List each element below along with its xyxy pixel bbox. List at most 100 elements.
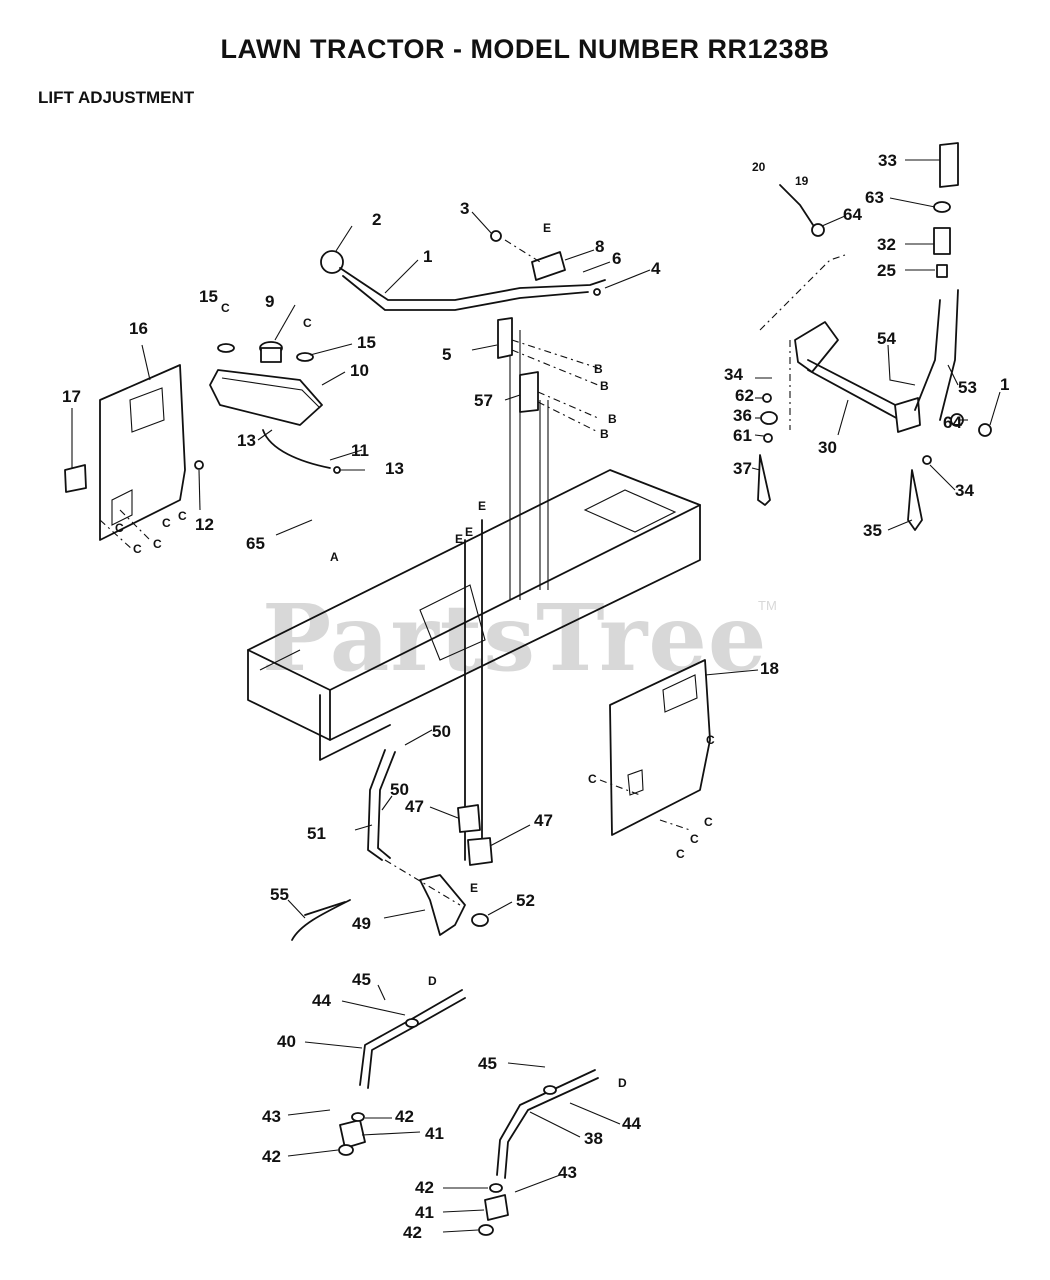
callout-43: 43 bbox=[262, 1107, 281, 1126]
callout-42: 42 bbox=[415, 1178, 434, 1197]
callout-3: 3 bbox=[460, 199, 469, 218]
callout-30: 30 bbox=[818, 438, 837, 457]
callout-11: 11 bbox=[351, 441, 369, 460]
ref-letter-d: D bbox=[618, 1076, 627, 1090]
callout-17: 17 bbox=[62, 387, 81, 406]
ref-letter-c: C bbox=[690, 832, 699, 846]
callout-6: 6 bbox=[612, 249, 621, 268]
callout-18: 18 bbox=[760, 659, 779, 678]
ref-letter-c: C bbox=[153, 537, 162, 551]
ref-letter-c: C bbox=[133, 542, 142, 556]
callout-20: 20 bbox=[752, 160, 766, 174]
callout-51: 51 bbox=[307, 824, 326, 843]
callout-52: 52 bbox=[516, 891, 535, 910]
callout-4: 4 bbox=[651, 259, 661, 278]
ref-letter-c: C bbox=[162, 516, 171, 530]
section-subtitle: LIFT ADJUSTMENT bbox=[38, 88, 195, 107]
ref-letter-d: D bbox=[428, 974, 437, 988]
callout-5: 5 bbox=[442, 345, 451, 364]
callout-42: 42 bbox=[403, 1223, 422, 1242]
callout-61: 61 bbox=[733, 426, 752, 445]
ref-letter-e: E bbox=[543, 221, 551, 235]
ref-letter-b: B bbox=[608, 412, 617, 426]
callout-10: 10 bbox=[350, 361, 369, 380]
callout-32: 32 bbox=[877, 235, 896, 254]
callout-1-edge: 1 bbox=[1000, 375, 1009, 394]
ref-letter-c: C bbox=[676, 847, 685, 861]
callout-47: 47 bbox=[534, 811, 553, 830]
callout-40: 40 bbox=[277, 1032, 296, 1051]
ref-letter-c: C bbox=[704, 815, 713, 829]
callout-35: 35 bbox=[863, 521, 882, 540]
callout-37: 37 bbox=[733, 459, 752, 478]
lift-shaft-assembly bbox=[757, 254, 992, 531]
callout-54: 54 bbox=[877, 329, 896, 348]
callout-numbers: 1 2 3 4 5 6 8 9 10 11 12 13 13 15 15 16 … bbox=[62, 151, 1009, 1242]
callout-41: 41 bbox=[425, 1124, 444, 1143]
callout-2: 2 bbox=[372, 210, 381, 229]
callout-44: 44 bbox=[312, 991, 331, 1010]
callout-65: 65 bbox=[246, 534, 265, 553]
watermark-tm: TM bbox=[758, 598, 777, 613]
ref-letter-b: B bbox=[594, 362, 603, 376]
ref-letter-c: C bbox=[706, 733, 715, 747]
callout-9: 9 bbox=[265, 292, 274, 311]
callout-44: 44 bbox=[622, 1114, 641, 1133]
callout-16: 16 bbox=[129, 319, 148, 338]
callout-19: 19 bbox=[795, 174, 809, 188]
callout-43: 43 bbox=[558, 1163, 577, 1182]
callout-12: 12 bbox=[195, 515, 214, 534]
lift-links bbox=[338, 989, 599, 1236]
callout-49: 49 bbox=[352, 914, 371, 933]
ref-letter-e: E bbox=[470, 881, 478, 895]
ref-letter-e: E bbox=[478, 499, 486, 513]
lower-linkage bbox=[291, 749, 493, 941]
callout-38: 38 bbox=[584, 1129, 603, 1148]
callout-53: 53 bbox=[958, 378, 977, 397]
callout-42: 42 bbox=[262, 1147, 281, 1166]
page-title: LAWN TRACTOR - MODEL NUMBER RR1238B bbox=[220, 34, 830, 64]
callout-45: 45 bbox=[478, 1054, 497, 1073]
ref-letter-c: C bbox=[115, 521, 124, 535]
right-side-panel bbox=[599, 659, 711, 836]
callout-8: 8 bbox=[595, 237, 604, 256]
ref-letter-e: E bbox=[455, 532, 463, 546]
reference-letters: E B B B B C C C C C C C A E E E E C C C … bbox=[115, 221, 715, 1090]
callout-33: 33 bbox=[878, 151, 897, 170]
ref-letter-a: A bbox=[330, 550, 339, 564]
ref-letter-c: C bbox=[221, 301, 230, 315]
callout-55: 55 bbox=[270, 885, 289, 904]
left-side-panel bbox=[64, 364, 204, 551]
ref-letter-b: B bbox=[600, 379, 609, 393]
ref-letter-b: B bbox=[600, 427, 609, 441]
callout-1: 1 bbox=[423, 247, 432, 266]
ref-letter-c: C bbox=[178, 509, 187, 523]
ref-letter-c: C bbox=[303, 316, 312, 330]
ref-letter-e: E bbox=[465, 525, 473, 539]
lift-handle bbox=[320, 230, 606, 311]
callout-34: 34 bbox=[955, 481, 974, 500]
callout-50: 50 bbox=[432, 722, 451, 741]
callout-13: 13 bbox=[237, 431, 256, 450]
callout-64: 64 bbox=[943, 413, 962, 432]
fuel-tank bbox=[209, 341, 341, 474]
lift-brackets bbox=[497, 317, 599, 433]
callout-15: 15 bbox=[199, 287, 218, 306]
callout-25: 25 bbox=[877, 261, 896, 280]
leader-lines bbox=[71, 159, 1001, 1233]
ref-letter-c: C bbox=[588, 772, 597, 786]
lift-rods bbox=[464, 330, 549, 861]
top-right-parts bbox=[779, 142, 959, 278]
callout-57: 57 bbox=[474, 391, 493, 410]
callout-13: 13 bbox=[385, 459, 404, 478]
callout-47: 47 bbox=[405, 797, 424, 816]
callout-62: 62 bbox=[735, 386, 754, 405]
callout-64: 64 bbox=[843, 205, 862, 224]
callout-45: 45 bbox=[352, 970, 371, 989]
callout-42: 42 bbox=[395, 1107, 414, 1126]
callout-50: 50 bbox=[390, 780, 409, 799]
callout-34: 34 bbox=[724, 365, 743, 384]
callout-63: 63 bbox=[865, 188, 884, 207]
callout-15: 15 bbox=[357, 333, 376, 352]
